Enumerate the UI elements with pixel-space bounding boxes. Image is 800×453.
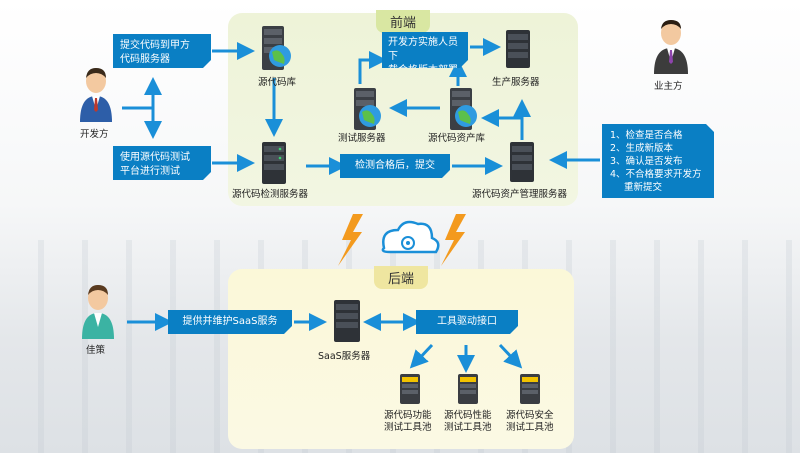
asset-mgmt-label: 源代码资产管理服务器: [472, 189, 568, 200]
arrow-test-to-deploy: [358, 51, 387, 84]
tool-pool-3-line2: 测试工具池: [506, 422, 554, 433]
use-platform-line1: 使用源代码测试: [120, 152, 190, 163]
owner-step-4: 4、不合格要求开发方: [610, 169, 702, 180]
arrow-mgmt-elbow: [481, 109, 524, 140]
asset-repo-server-icon: [444, 86, 480, 136]
use-platform-box: 使用源代码测试 平台进行测试: [113, 146, 211, 180]
tool-pool-2-line1: 源代码性能: [444, 410, 492, 421]
tool-interface-text: 工具驱动接口: [437, 316, 497, 327]
saas-server-label: SaaS服务器: [318, 351, 371, 362]
test-server-icon: [348, 86, 384, 136]
owner-steps-list: 1、检查是否合格 2、生成新版本 3、确认是否发布 4、不合格要求开发方 重新提…: [610, 129, 706, 194]
developer-label: 开发方: [80, 129, 109, 140]
owner-steps-box: 1、检查是否合格 2、生成新版本 3、确认是否发布 4、不合格要求开发方 重新提…: [602, 124, 714, 198]
lightning-bolt-left: [338, 214, 363, 266]
tool-pool-1-label: 源代码功能 测试工具池: [384, 410, 432, 434]
tool-pool-1-line2: 测试工具池: [384, 422, 432, 433]
submit-code-line1: 提交代码到甲方: [120, 40, 190, 51]
tool-pool-2-label: 源代码性能 测试工具池: [444, 410, 492, 434]
provide-saas-text: 提供并维护SaaS服务: [182, 316, 278, 327]
tool-pool-3-icon: [516, 372, 544, 410]
tool-pool-2-icon: [454, 372, 482, 410]
jiace-label: 佳策: [86, 345, 106, 356]
deploy-note-line1: 开发方实施人员下: [388, 37, 458, 62]
check-pass-text: 检测合格后，提交: [355, 160, 435, 171]
owner-step-1: 1、检查是否合格: [610, 130, 683, 141]
test-server-label: 测试服务器: [338, 133, 386, 144]
owner-label: 业主方: [654, 81, 683, 92]
use-platform-line2: 平台进行测试: [120, 166, 180, 177]
tool-pool-1-line1: 源代码功能: [384, 410, 432, 421]
source-repo-label: 源代码库: [258, 77, 297, 88]
arrow-tool-3: [498, 343, 523, 369]
lightning-bolt-right: [441, 214, 466, 266]
submit-code-line2: 代码服务器: [120, 54, 170, 65]
tool-pool-3-line1: 源代码安全: [506, 410, 554, 421]
tool-pool-2-line2: 测试工具池: [444, 422, 492, 433]
owner-step-4-cont: 重新提交: [624, 182, 663, 193]
tool-pool-1-icon: [396, 372, 424, 410]
developer-avatar-icon: [78, 66, 114, 126]
prod-server-icon: [504, 28, 532, 74]
check-pass-box: 检测合格后，提交: [340, 154, 450, 178]
tool-pool-3-label: 源代码安全 测试工具池: [506, 410, 554, 434]
asset-repo-label: 源代码资产库: [428, 133, 486, 144]
backend-zone-title: 后端: [373, 266, 429, 289]
asset-mgmt-server-icon: [508, 140, 536, 188]
prod-server-label: 生产服务器: [492, 77, 540, 88]
submit-code-box: 提交代码到甲方 代码服务器: [113, 34, 211, 68]
provide-saas-box: 提供并维护SaaS服务: [168, 310, 292, 334]
detect-server-label: 源代码检测服务器: [232, 189, 309, 200]
saas-server-icon: [332, 298, 362, 348]
arrow-tool-1: [409, 343, 434, 369]
owner-step-2: 2、生成新版本: [610, 143, 674, 154]
source-repo-server-icon: [256, 24, 292, 76]
cloud-icon: [381, 220, 440, 254]
frontend-zone-title: 前端: [375, 10, 431, 33]
owner-avatar-icon: [652, 18, 690, 78]
detect-server-icon: [260, 140, 288, 190]
tool-interface-box: 工具驱动接口: [416, 310, 518, 334]
deploy-note-box: 开发方实施人员下 载合格版本部署: [382, 32, 468, 68]
owner-step-3: 3、确认是否发布: [610, 156, 683, 167]
jiace-avatar-icon: [80, 283, 116, 343]
